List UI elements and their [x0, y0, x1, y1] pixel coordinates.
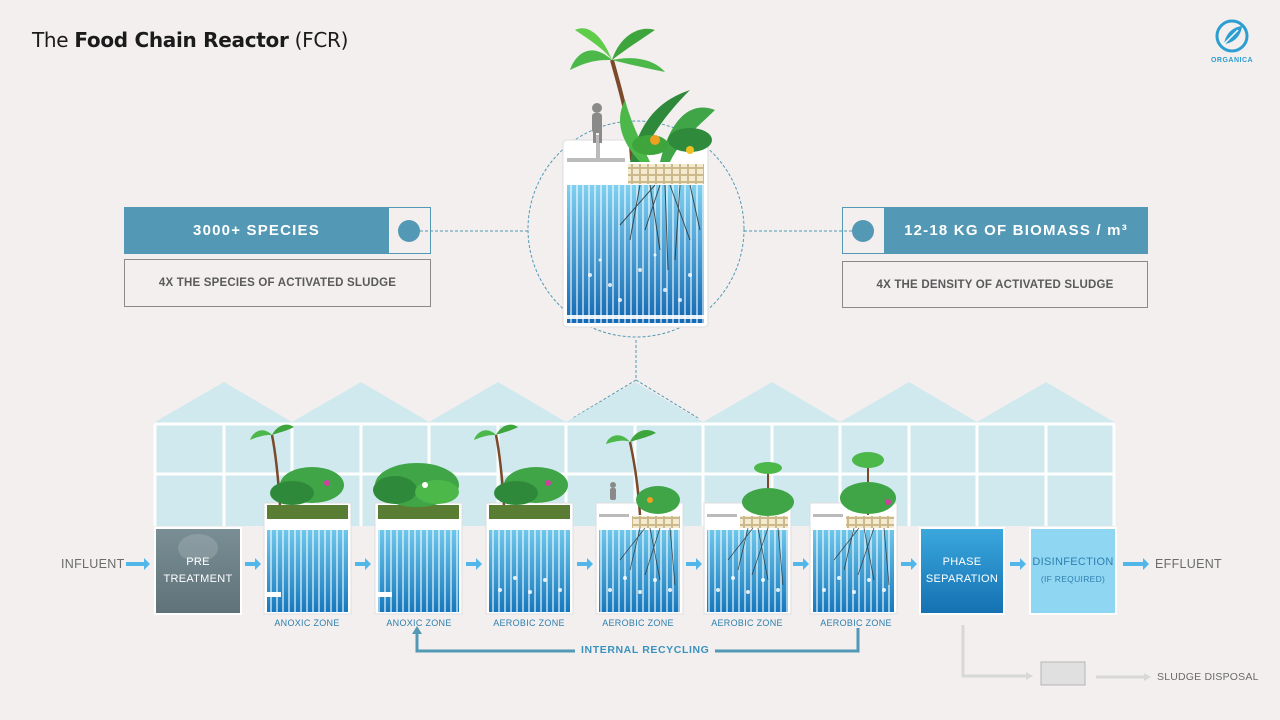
biomass-subtext-box: 4X THE DENSITY OF ACTIVATED SLUDGE: [842, 261, 1148, 308]
zone-label: AEROBIC ZONE: [711, 618, 783, 628]
flow-arrows: [126, 558, 1149, 570]
species-subtext-box: 4X THE SPECIES OF ACTIVATED SLUDGE: [124, 259, 431, 307]
organica-logo: ORGANICA: [1206, 18, 1258, 68]
leaf-logo-icon: [1215, 19, 1249, 53]
title-bold: Food Chain Reactor: [74, 28, 289, 52]
disinfection-line2: (IF REQUIRED): [1040, 574, 1106, 584]
logo-text: ORGANICA: [1210, 57, 1254, 64]
disinfection-label: DISINFECTION (IF REQUIRED): [1030, 554, 1116, 588]
biomass-subtext: 4X THE DENSITY OF ACTIVATED SLUDGE: [876, 278, 1114, 291]
biomass-stat-headline: 12-18 KG OF BIOMASS / m³: [904, 222, 1128, 239]
pre-treatment-line1: PRE: [186, 556, 210, 568]
biomass-bullet-frame: [842, 207, 884, 254]
zone-label: AEROBIC ZONE: [493, 618, 565, 628]
title-prefix: The: [32, 28, 69, 52]
magnifier-circle: [527, 120, 745, 338]
pre-treatment-box: [154, 527, 242, 615]
reactor-tanks: [250, 424, 898, 615]
plants-large: [570, 28, 715, 162]
species-stat-box: 3000+ SPECIES: [124, 207, 389, 254]
sludge-disposal-label: SLUDGE DISPOSAL: [1157, 671, 1259, 683]
person-icon: [592, 103, 602, 143]
phase-separation-line2: SEPARATION: [925, 573, 999, 585]
internal-recycling-label: INTERNAL RECYCLING: [575, 644, 716, 656]
phase-separation-line1: PHASE: [942, 556, 982, 568]
zone-label: ANOXIC ZONE: [274, 618, 340, 628]
plants-small: [250, 424, 896, 516]
title-suffix: (FCR): [294, 28, 349, 52]
disinfection-line1: DISINFECTION: [1032, 556, 1114, 568]
species-bullet-frame: [389, 207, 431, 254]
species-subtext: 4X THE SPECIES OF ACTIVATED SLUDGE: [158, 277, 397, 289]
phase-separation-box: [919, 527, 1005, 615]
influent-label: INFLUENT: [61, 557, 125, 571]
bullet-dot-icon: [852, 220, 874, 242]
species-stat-headline: 3000+ SPECIES: [193, 222, 320, 239]
zone-label: AEROBIC ZONE: [820, 618, 892, 628]
zone-label: ANOXIC ZONE: [386, 618, 452, 628]
pre-treatment-line2: TREATMENT: [163, 573, 233, 585]
biomass-stat-box: 12-18 KG OF BIOMASS / m³: [884, 207, 1148, 254]
pre-treatment-label: PRE TREATMENT: [155, 554, 241, 588]
sludge-container: [1040, 661, 1086, 686]
zone-label: AEROBIC ZONE: [602, 618, 674, 628]
effluent-label: EFFLUENT: [1155, 557, 1222, 571]
disinfection-box: [1029, 527, 1117, 615]
magnified-reactor: [562, 28, 715, 328]
page-title: The Food Chain Reactor (FCR): [32, 28, 348, 52]
bullet-dot-icon: [398, 220, 420, 242]
phase-separation-label: PHASE SEPARATION: [920, 554, 1004, 588]
